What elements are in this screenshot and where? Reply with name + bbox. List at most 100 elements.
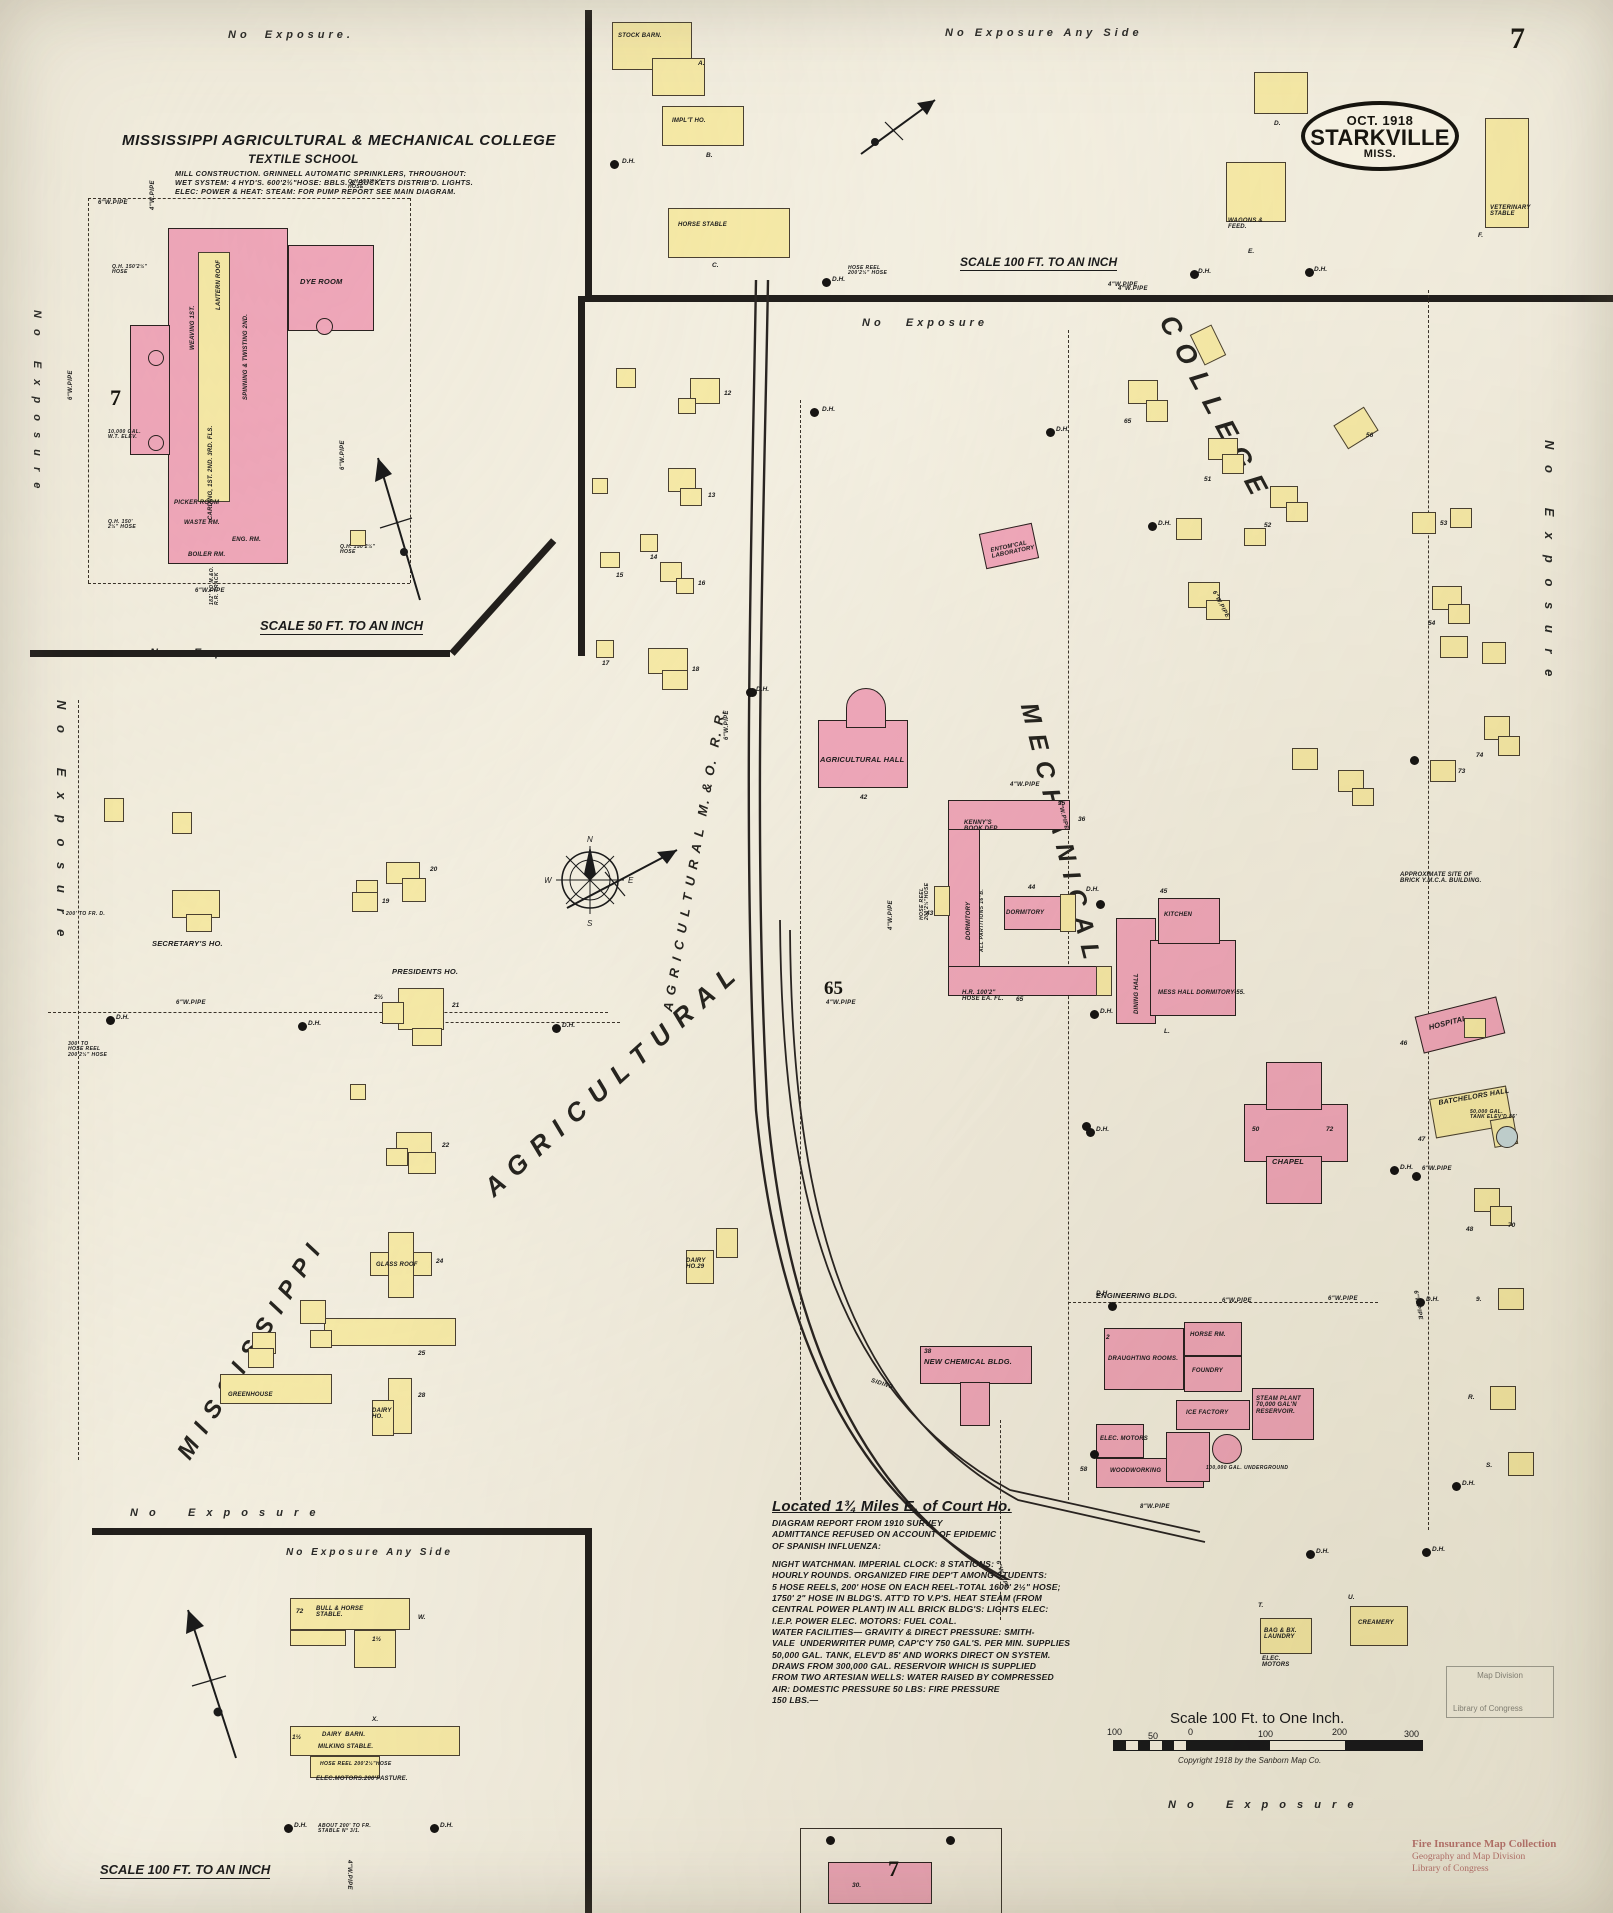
red-stamp-line-2: Geography and Map Division (1412, 1851, 1526, 1862)
label-underground-reservoir: 100,000 GAL. UNDERGROUND (1206, 1465, 1289, 1471)
hydrant-dot (1306, 1550, 1315, 1559)
dwelling (716, 1228, 738, 1258)
building-kitchen (1158, 898, 1220, 944)
dwelling (1484, 716, 1510, 740)
dwelling (1464, 1018, 1486, 1038)
label-waste-rm: WASTE RM. (184, 520, 220, 526)
title-cartouche: OCT. 1918 STARKVILLE MISS. (1301, 101, 1459, 171)
block-number: 25 (418, 1350, 426, 1357)
label-mess-hall-dormitory: MESS HALL DORMITORY-55. (1158, 990, 1246, 996)
main-scale-title: Scale 100 Ft. to One Inch. (1170, 1710, 1345, 1727)
note-hose-reel-distance: 300' TO HOSE REEL 200'2½" HOSE (68, 1041, 108, 1058)
textile-inset-road-vertical (578, 296, 585, 656)
block-number: 35 (1058, 800, 1066, 807)
note-6in-pipe: 6"W.PIPE (1422, 1166, 1452, 1172)
scale-tick-label: 100 (1258, 1729, 1274, 1739)
dwelling (1244, 528, 1266, 546)
report-line: 1750' 2" HOSE IN BLDG'S. ATT'D TO V.P'S.… (772, 1593, 1042, 1604)
copyright-line: Copyright 1918 by the Sanborn Map Co. (1178, 1756, 1322, 1765)
stamp-line-map-division: Map Division (1477, 1671, 1523, 1680)
block-number: 72 (296, 1608, 304, 1615)
hydrant-dot (610, 160, 619, 169)
label-chapel: CHAPEL (1272, 1157, 1305, 1166)
hydrant-dot (1416, 1298, 1425, 1307)
building-agricultural-hall (818, 720, 908, 788)
building-stock-barn-wing (652, 58, 705, 96)
block-number-65: 65 (824, 978, 843, 999)
hydrant-label: D.H. (1096, 1290, 1109, 1297)
label-woodworking: WOODWORKING (1110, 1468, 1162, 1474)
dwelling (662, 670, 688, 690)
block-number: 73 (1458, 768, 1466, 775)
dwelling (104, 798, 124, 822)
key-letter-l: L. (1164, 1028, 1170, 1035)
dwelling (1450, 508, 1472, 528)
note-6in-pipe: 6"W.PIPE (195, 588, 225, 594)
label-kennys-book-dept: KENNY'S BOOK DEP. (964, 820, 999, 833)
dwelling (1482, 642, 1506, 664)
textile-lantern-roof (198, 252, 230, 502)
exposure-note-east: N o E x p o s u r e (1542, 440, 1557, 683)
hydrant-label: D.H. (822, 406, 835, 413)
block-number-44: 44 (1028, 884, 1036, 891)
bottom-sheet-number: 7 (888, 1856, 899, 1881)
label-horse-stable: HORSE STABLE (678, 222, 727, 228)
note-6in-pipe: 6"W.PIPE (98, 200, 128, 206)
dwelling (1176, 518, 1202, 540)
dairy-inset-exposure-note: No Exposure Any Side (286, 1547, 453, 1558)
greenhouse-range (324, 1318, 456, 1346)
block-number: 30. (852, 1882, 862, 1889)
key-letter-b: B. (706, 152, 713, 159)
block-number: R. (1468, 1394, 1475, 1401)
textile-inset-scale-label: SCALE 50 FT. TO AN INCH (260, 618, 423, 635)
label-stock-barn: STOCK BARN. (618, 33, 662, 39)
hydrant-dot (552, 1024, 561, 1033)
block-number: 1½ (372, 1636, 382, 1643)
dwelling (408, 1152, 436, 1174)
block-number: 48 (1466, 1226, 1474, 1233)
diagram-report-block: Located 1¾ Miles E. of Court Ho. DIAGRAM… (772, 1498, 1172, 1707)
label-elec-motors: ELEC. MOTORS (1100, 1436, 1148, 1442)
note-6in-pipe: 6"W.PIPE (176, 1000, 206, 1006)
scale-bar-solid-1 (1193, 1740, 1271, 1751)
scale-tick-label: 0 (1188, 1727, 1194, 1737)
svg-text:W: W (545, 876, 553, 885)
dorm-annex-yellow (1060, 894, 1076, 932)
hydrant-dot (1082, 1122, 1091, 1131)
note-6in-pipe: 6"W.PIPE (724, 710, 730, 740)
dwelling-dairy-shed (686, 1250, 714, 1284)
building-agricultural-hall-tower (846, 688, 886, 728)
block-number: 28 (418, 1392, 426, 1399)
dwelling (352, 892, 378, 912)
label-dye-room: DYE ROOM (300, 277, 343, 286)
hydrant-dot (430, 1824, 439, 1833)
hydrant-label: D.H. (622, 158, 635, 165)
note-6in-pipe: 6"W.PIPE (1328, 1296, 1358, 1302)
label-elec-motors-pasture: ELEC.MOTORS.200'PASTURE. (316, 1776, 408, 1782)
textile-note-line-3: ELEC: POWER & HEAT: STEAM: FOR PUMP REPO… (175, 187, 456, 196)
building-bull-horse-stable (290, 1598, 410, 1630)
label-ice-factory: ICE FACTORY (1186, 1410, 1229, 1416)
textile-inset-sheet-number: 7 (110, 385, 121, 410)
building-bull-horse-annex (290, 1630, 346, 1646)
label-hose-reel-dorm: H.R. 100'2" HOSE EA. FL. (962, 990, 1004, 1003)
top-inset-scale-label: SCALE 100 FT. TO AN INCH (960, 255, 1118, 271)
note-distance-fr-stable: ABOUT 200' TO FR. STABLE N° 3/1. (318, 1823, 372, 1835)
exposure-note-west: N o E x p o s u r e (54, 700, 69, 943)
key-letter-u: U. (1348, 1594, 1355, 1601)
building-chapel-north (1266, 1062, 1322, 1110)
note-6in-pipe: 6"W.PIPE (1222, 1298, 1252, 1304)
top-inset-north-arrow (860, 99, 936, 155)
dwelling (1430, 760, 1456, 782)
block-number: 9. (1476, 1296, 1482, 1303)
label-laundry: BAG & BX. LAUNDRY (1264, 1628, 1297, 1641)
dwelling (310, 1330, 332, 1348)
hydrant-label: D.H. (1314, 266, 1327, 273)
building-dormitory-north-wing (948, 800, 1070, 830)
hydrant-label: D.H. (1100, 1008, 1113, 1015)
reservoir-icon (1212, 1434, 1242, 1464)
label-dormitory-rotated: DORMITORY (966, 901, 972, 940)
valve-box-icon (350, 530, 366, 546)
report-line: WATER FACILITIES— GRAVITY & DIRECT PRESS… (772, 1627, 1035, 1638)
